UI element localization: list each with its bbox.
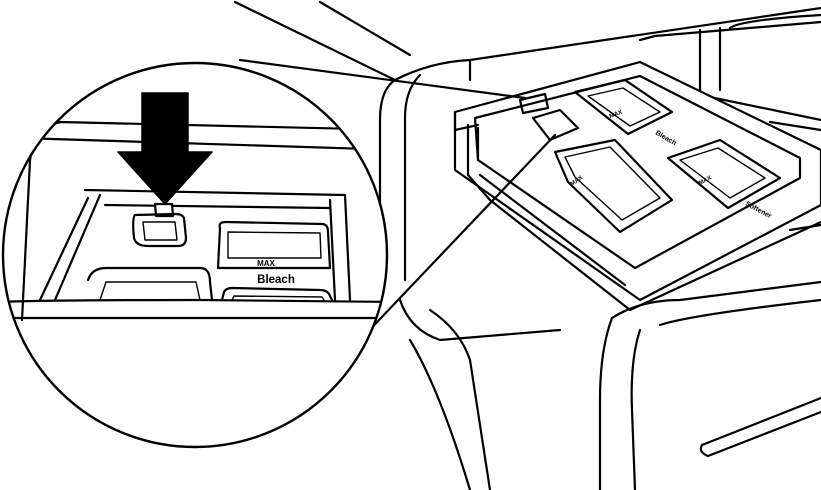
zoom-bleach-label: Bleach <box>257 274 295 286</box>
drawer-max-softener: MAX <box>698 175 713 187</box>
arrow-down-icon <box>117 92 213 205</box>
dispenser-drawer[interactable] <box>453 60 821 312</box>
callout-lines <box>238 58 557 342</box>
washer-body <box>233 0 821 490</box>
magnifier-circle <box>1 61 389 449</box>
zoom-max-label: MAX <box>257 259 275 268</box>
drawer-max-bleach: MAX <box>609 110 624 120</box>
